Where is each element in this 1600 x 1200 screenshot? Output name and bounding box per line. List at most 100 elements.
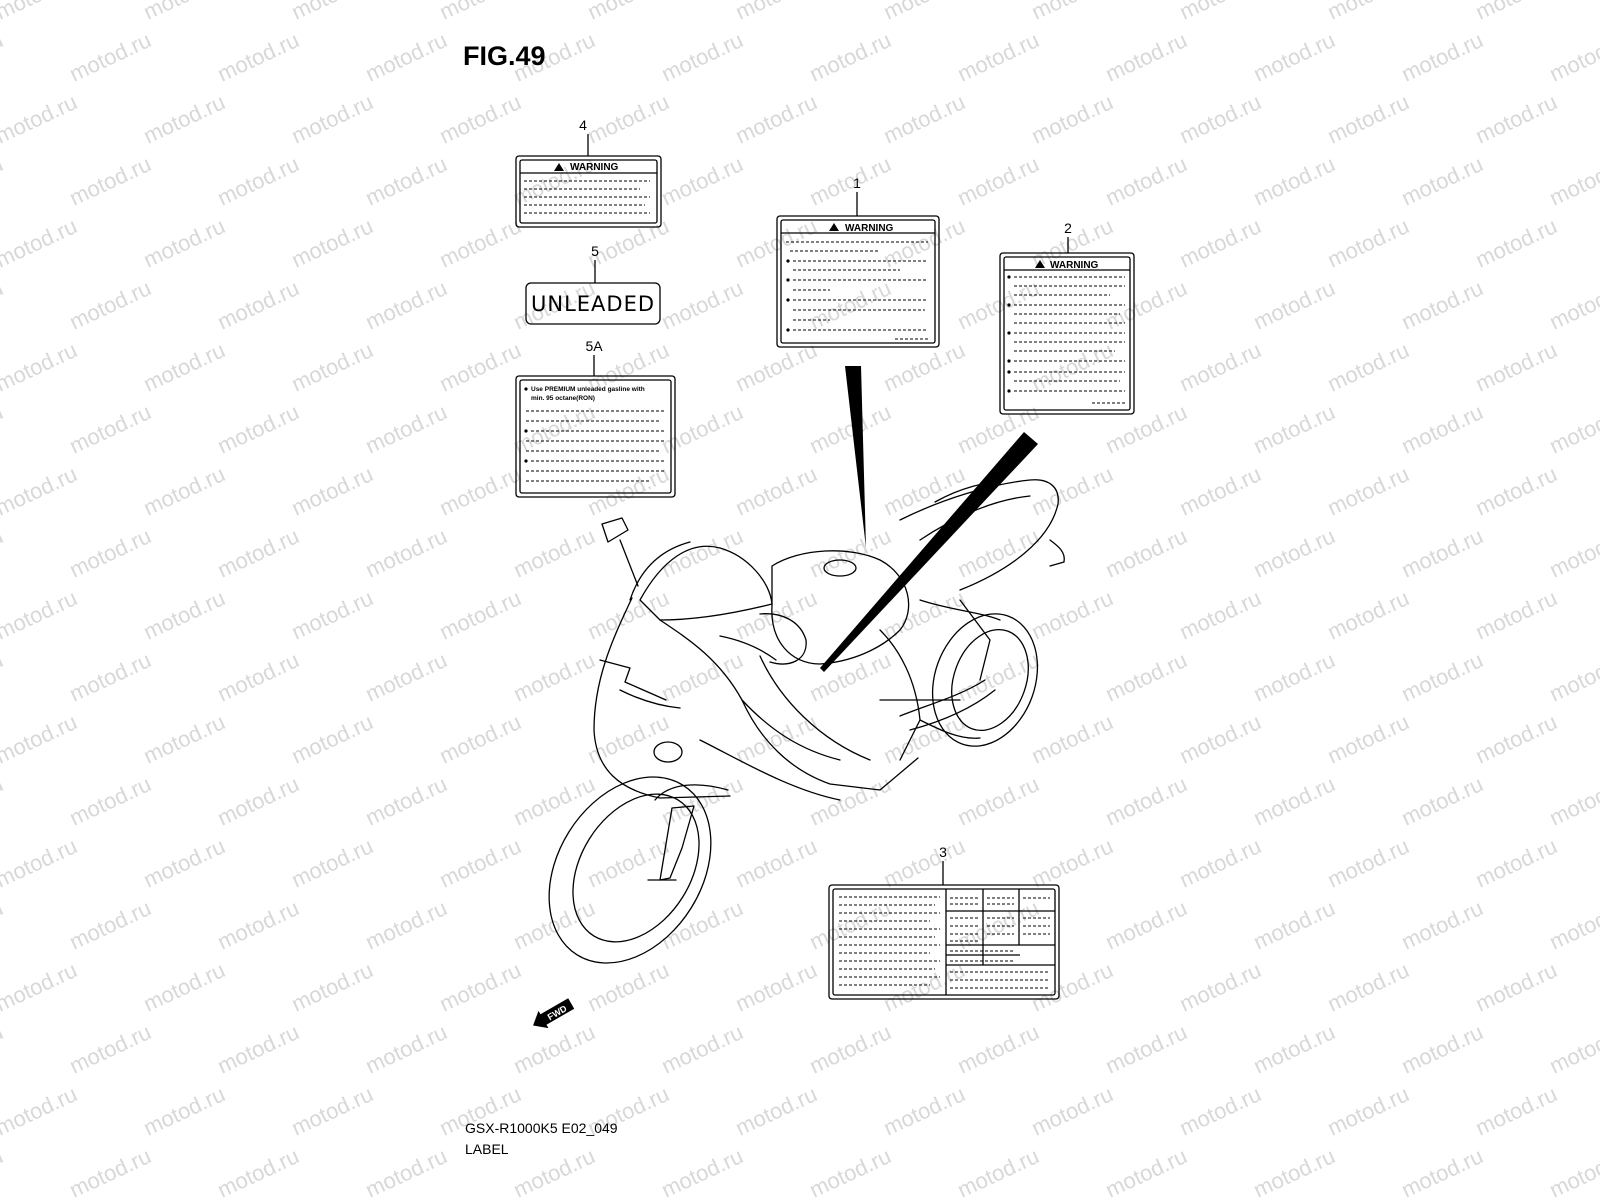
watermark-text: motod.ru bbox=[0, 337, 81, 396]
watermark-text: motod.ru bbox=[954, 771, 1043, 830]
watermark-text: motod.ru bbox=[732, 89, 821, 148]
watermark-text: motod.ru bbox=[806, 895, 895, 954]
section-name: LABEL bbox=[465, 1141, 509, 1157]
watermark-text: motod.ru bbox=[66, 275, 155, 334]
watermark-text: motod.ru bbox=[0, 585, 81, 644]
watermark-text: motod.ru bbox=[806, 1019, 895, 1078]
watermark-text: motod.ru bbox=[1324, 461, 1413, 520]
watermark-text: motod.ru bbox=[954, 523, 1043, 582]
watermark-text: motod.ru bbox=[1102, 523, 1191, 582]
watermark-text: motod.ru bbox=[66, 27, 155, 86]
watermark-text: motod.ru bbox=[880, 0, 969, 25]
watermark-text: motod.ru bbox=[510, 523, 599, 582]
watermark-text: motod.ru bbox=[1102, 771, 1191, 830]
watermark-text: motod.ru bbox=[1472, 461, 1561, 520]
watermark-text: motod.ru bbox=[362, 275, 451, 334]
watermark-text: motod.ru bbox=[140, 1081, 229, 1140]
watermark-text: motod.ru bbox=[66, 1019, 155, 1078]
watermark-text: motod.ru bbox=[436, 709, 525, 768]
watermark-text: motod.ru bbox=[214, 151, 303, 210]
watermark-text: motod.ru bbox=[1324, 833, 1413, 892]
watermark-text: motod.ru bbox=[1472, 1081, 1561, 1140]
watermark-text: motod.ru bbox=[1176, 833, 1265, 892]
watermark-text: motod.ru bbox=[214, 895, 303, 954]
watermark-text: motod.ru bbox=[1398, 647, 1487, 706]
watermark-text: motod.ru bbox=[214, 275, 303, 334]
watermark-text: motod.ru bbox=[436, 585, 525, 644]
watermark-text: motod.ru bbox=[288, 585, 377, 644]
watermark-text: motod.ru bbox=[1028, 833, 1117, 892]
label-4-warning-text: WARNING bbox=[570, 162, 619, 173]
warning-triangle-icon bbox=[554, 163, 564, 171]
watermark-text: motod.ru bbox=[1176, 0, 1265, 25]
watermark-text: motod.ru bbox=[1546, 523, 1600, 582]
watermark-text: motod.ru bbox=[732, 0, 821, 25]
watermark-text: motod.ru bbox=[288, 461, 377, 520]
watermark-text: motod.ru bbox=[0, 1019, 7, 1078]
watermark-text: motod.ru bbox=[1102, 27, 1191, 86]
label-3-tire-info: 3 bbox=[828, 844, 1060, 1000]
watermark-text: motod.ru bbox=[436, 461, 525, 520]
watermark-text: motod.ru bbox=[66, 151, 155, 210]
callout-1: 1 bbox=[853, 175, 861, 191]
watermark-text: motod.ru bbox=[1250, 27, 1339, 86]
watermark-text: motod.ru bbox=[806, 151, 895, 210]
watermark-text: motod.ru bbox=[1102, 647, 1191, 706]
watermark-text: motod.ru bbox=[1028, 585, 1117, 644]
watermark-text: motod.ru bbox=[214, 1143, 303, 1200]
watermark-text: motod.ru bbox=[1546, 151, 1600, 210]
label-1-warning: 1 WARNING bbox=[776, 175, 940, 348]
watermark-text: motod.ru bbox=[1398, 151, 1487, 210]
watermark-text: motod.ru bbox=[1176, 585, 1265, 644]
watermark-text: motod.ru bbox=[584, 585, 673, 644]
watermark-text: motod.ru bbox=[1398, 1143, 1487, 1200]
watermark-text: motod.ru bbox=[954, 1143, 1043, 1200]
watermark-text: motod.ru bbox=[140, 89, 229, 148]
watermark-text: motod.ru bbox=[0, 213, 81, 272]
watermark-text: motod.ru bbox=[66, 647, 155, 706]
label-1-leader-wedge bbox=[845, 366, 866, 548]
watermark-text: motod.ru bbox=[732, 337, 821, 396]
watermark-text: motod.ru bbox=[436, 337, 525, 396]
watermark-text: motod.ru bbox=[0, 523, 7, 582]
watermark-text: motod.ru bbox=[436, 833, 525, 892]
watermark-text: motod.ru bbox=[1102, 1143, 1191, 1200]
watermark-text: motod.ru bbox=[1102, 151, 1191, 210]
watermark-text: motod.ru bbox=[362, 27, 451, 86]
watermark-text: motod.ru bbox=[1324, 709, 1413, 768]
watermark-text: motod.ru bbox=[0, 833, 81, 892]
watermark-text: motod.ru bbox=[1546, 771, 1600, 830]
watermark-text: motod.ru bbox=[1250, 1143, 1339, 1200]
watermark-text: motod.ru bbox=[1546, 27, 1600, 86]
watermark-text: motod.ru bbox=[1028, 0, 1117, 25]
watermark-text: motod.ru bbox=[1250, 895, 1339, 954]
watermark-text: motod.ru bbox=[1250, 523, 1339, 582]
watermark-text: motod.ru bbox=[1546, 647, 1600, 706]
watermark-text: motod.ru bbox=[362, 1019, 451, 1078]
watermark-text: motod.ru bbox=[1546, 895, 1600, 954]
watermark-text: motod.ru bbox=[732, 1081, 821, 1140]
unleaded-text: UNLEADED bbox=[531, 292, 655, 316]
watermark-text: motod.ru bbox=[584, 461, 673, 520]
watermark-text: motod.ru bbox=[510, 1019, 599, 1078]
fuel-notice-line-1: Use PREMIUM unleaded gasline with bbox=[531, 386, 645, 393]
watermark-text: motod.ru bbox=[1398, 895, 1487, 954]
callout-5: 5 bbox=[591, 243, 599, 259]
watermark-text: motod.ru bbox=[140, 709, 229, 768]
label-2-warning: 2 WARNING bbox=[999, 220, 1135, 415]
watermark-text: motod.ru bbox=[66, 399, 155, 458]
watermark-text: motod.ru bbox=[0, 771, 7, 830]
watermark-text: motod.ru bbox=[436, 0, 525, 25]
watermark-text: motod.ru bbox=[0, 275, 7, 334]
watermark-text: motod.ru bbox=[1398, 1019, 1487, 1078]
watermark-text: motod.ru bbox=[1472, 213, 1561, 272]
watermark-text: motod.ru bbox=[1250, 275, 1339, 334]
watermark-text: motod.ru bbox=[362, 399, 451, 458]
watermark-text: motod.ru bbox=[1324, 337, 1413, 396]
watermark-text: motod.ru bbox=[288, 89, 377, 148]
watermark-text: motod.ru bbox=[1028, 337, 1117, 396]
watermark-text: motod.ru bbox=[584, 957, 673, 1016]
watermark-text: motod.ru bbox=[0, 957, 81, 1016]
watermark-text: motod.ru bbox=[1398, 399, 1487, 458]
